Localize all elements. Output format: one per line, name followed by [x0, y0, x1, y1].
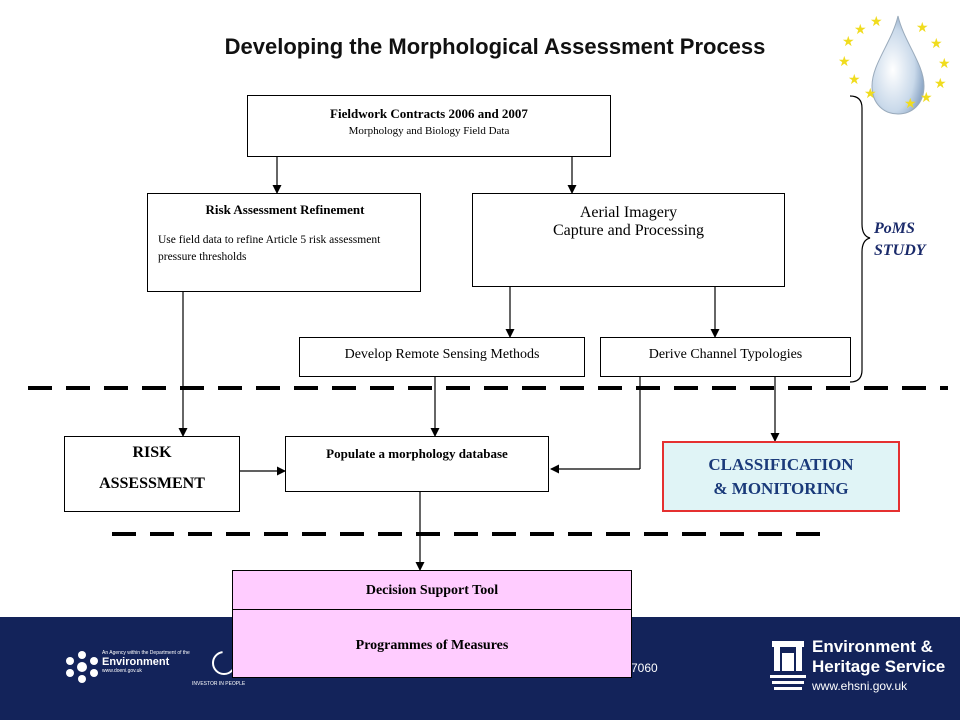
risk-assessment-box: RISK ASSESSMENT	[64, 436, 240, 512]
fieldwork-title: Fieldwork Contracts 2006 and 2007	[330, 106, 528, 121]
ehs-text-block: Environment & Heritage Service www.ehsni…	[812, 637, 945, 693]
ehs-name-line2: Heritage Service	[812, 656, 946, 676]
svg-text:★: ★	[870, 14, 883, 30]
risk-assessment-line2: ASSESSMENT	[99, 475, 205, 492]
page-title: Developing the Morphological Assessment …	[224, 34, 766, 59]
doe-agency-line: An Agency within the Department of the	[102, 650, 190, 656]
risk-assessment-refinement-box: Risk Assessment Refinement Use field dat…	[147, 193, 421, 292]
ehs-name-line1: Environment &	[812, 637, 933, 656]
iip-label: INVESTOR IN PEOPLE	[192, 681, 246, 687]
svg-text:★: ★	[838, 54, 851, 70]
doe-crest-icon	[66, 651, 98, 683]
classification-line2: & MONITORING	[713, 479, 849, 498]
aerial-line1: Aerial Imagery	[579, 204, 678, 221]
svg-text:★: ★	[842, 34, 855, 50]
channel-typologies-box: Derive Channel Typologies	[600, 337, 851, 377]
decision-support-header: Decision Support Tool	[233, 571, 631, 610]
remote-sensing-label: Develop Remote Sensing Methods	[344, 347, 540, 362]
ehs-url: www.ehsni.gov.uk	[812, 679, 908, 694]
svg-text:★: ★	[864, 86, 877, 102]
doe-url: www.doeni.gov.uk	[102, 668, 142, 674]
populate-database-label: Populate a morphology database	[326, 446, 508, 461]
classification-line1: CLASSIFICATION	[708, 455, 854, 474]
svg-text:★: ★	[930, 36, 943, 52]
svg-text:★: ★	[904, 96, 917, 112]
decision-support-label: Decision Support Tool	[365, 583, 499, 598]
eu-water-drop-logo: ★★★ ★★★ ★★★ ★★★	[838, 14, 951, 115]
svg-text:★: ★	[934, 76, 947, 92]
populate-database-box: Populate a morphology database	[285, 436, 549, 492]
svg-text:★: ★	[854, 22, 867, 38]
footer-number: 7060	[631, 661, 658, 675]
risk-refinement-body: Use field data to refine Article 5 risk …	[158, 234, 381, 263]
svg-text:★: ★	[938, 56, 951, 72]
remote-sensing-box: Develop Remote Sensing Methods	[299, 337, 585, 377]
poms-line1: PoMS	[874, 220, 915, 237]
poms-study-label: PoMS STUDY	[874, 218, 926, 263]
risk-refinement-title: Risk Assessment Refinement	[205, 202, 365, 217]
programmes-section: Programmes of Measures	[233, 610, 631, 654]
risk-assessment-line1: RISK	[132, 444, 172, 461]
decision-support-box: Decision Support Tool Programmes of Meas…	[232, 570, 632, 678]
fieldwork-subtitle: Morphology and Biology Field Data	[348, 125, 510, 137]
ehs-castle-icon	[770, 641, 806, 690]
classification-monitoring-box: CLASSIFICATION & MONITORING	[662, 441, 900, 512]
svg-text:★: ★	[848, 72, 861, 88]
programmes-label: Programmes of Measures	[355, 638, 509, 653]
channel-typologies-label: Derive Channel Typologies	[648, 347, 803, 362]
doe-text-block: An Agency within the Department of the E…	[102, 650, 190, 674]
fieldwork-contracts-box: Fieldwork Contracts 2006 and 2007 Morpho…	[247, 95, 611, 157]
poms-line2: STUDY	[874, 242, 926, 260]
aerial-line2: Capture and Processing	[552, 222, 705, 239]
svg-text:★: ★	[920, 90, 933, 106]
svg-text:★: ★	[916, 20, 929, 36]
aerial-imagery-box: Aerial Imagery Capture and Processing	[472, 193, 785, 287]
doe-name: Environment	[102, 656, 170, 668]
